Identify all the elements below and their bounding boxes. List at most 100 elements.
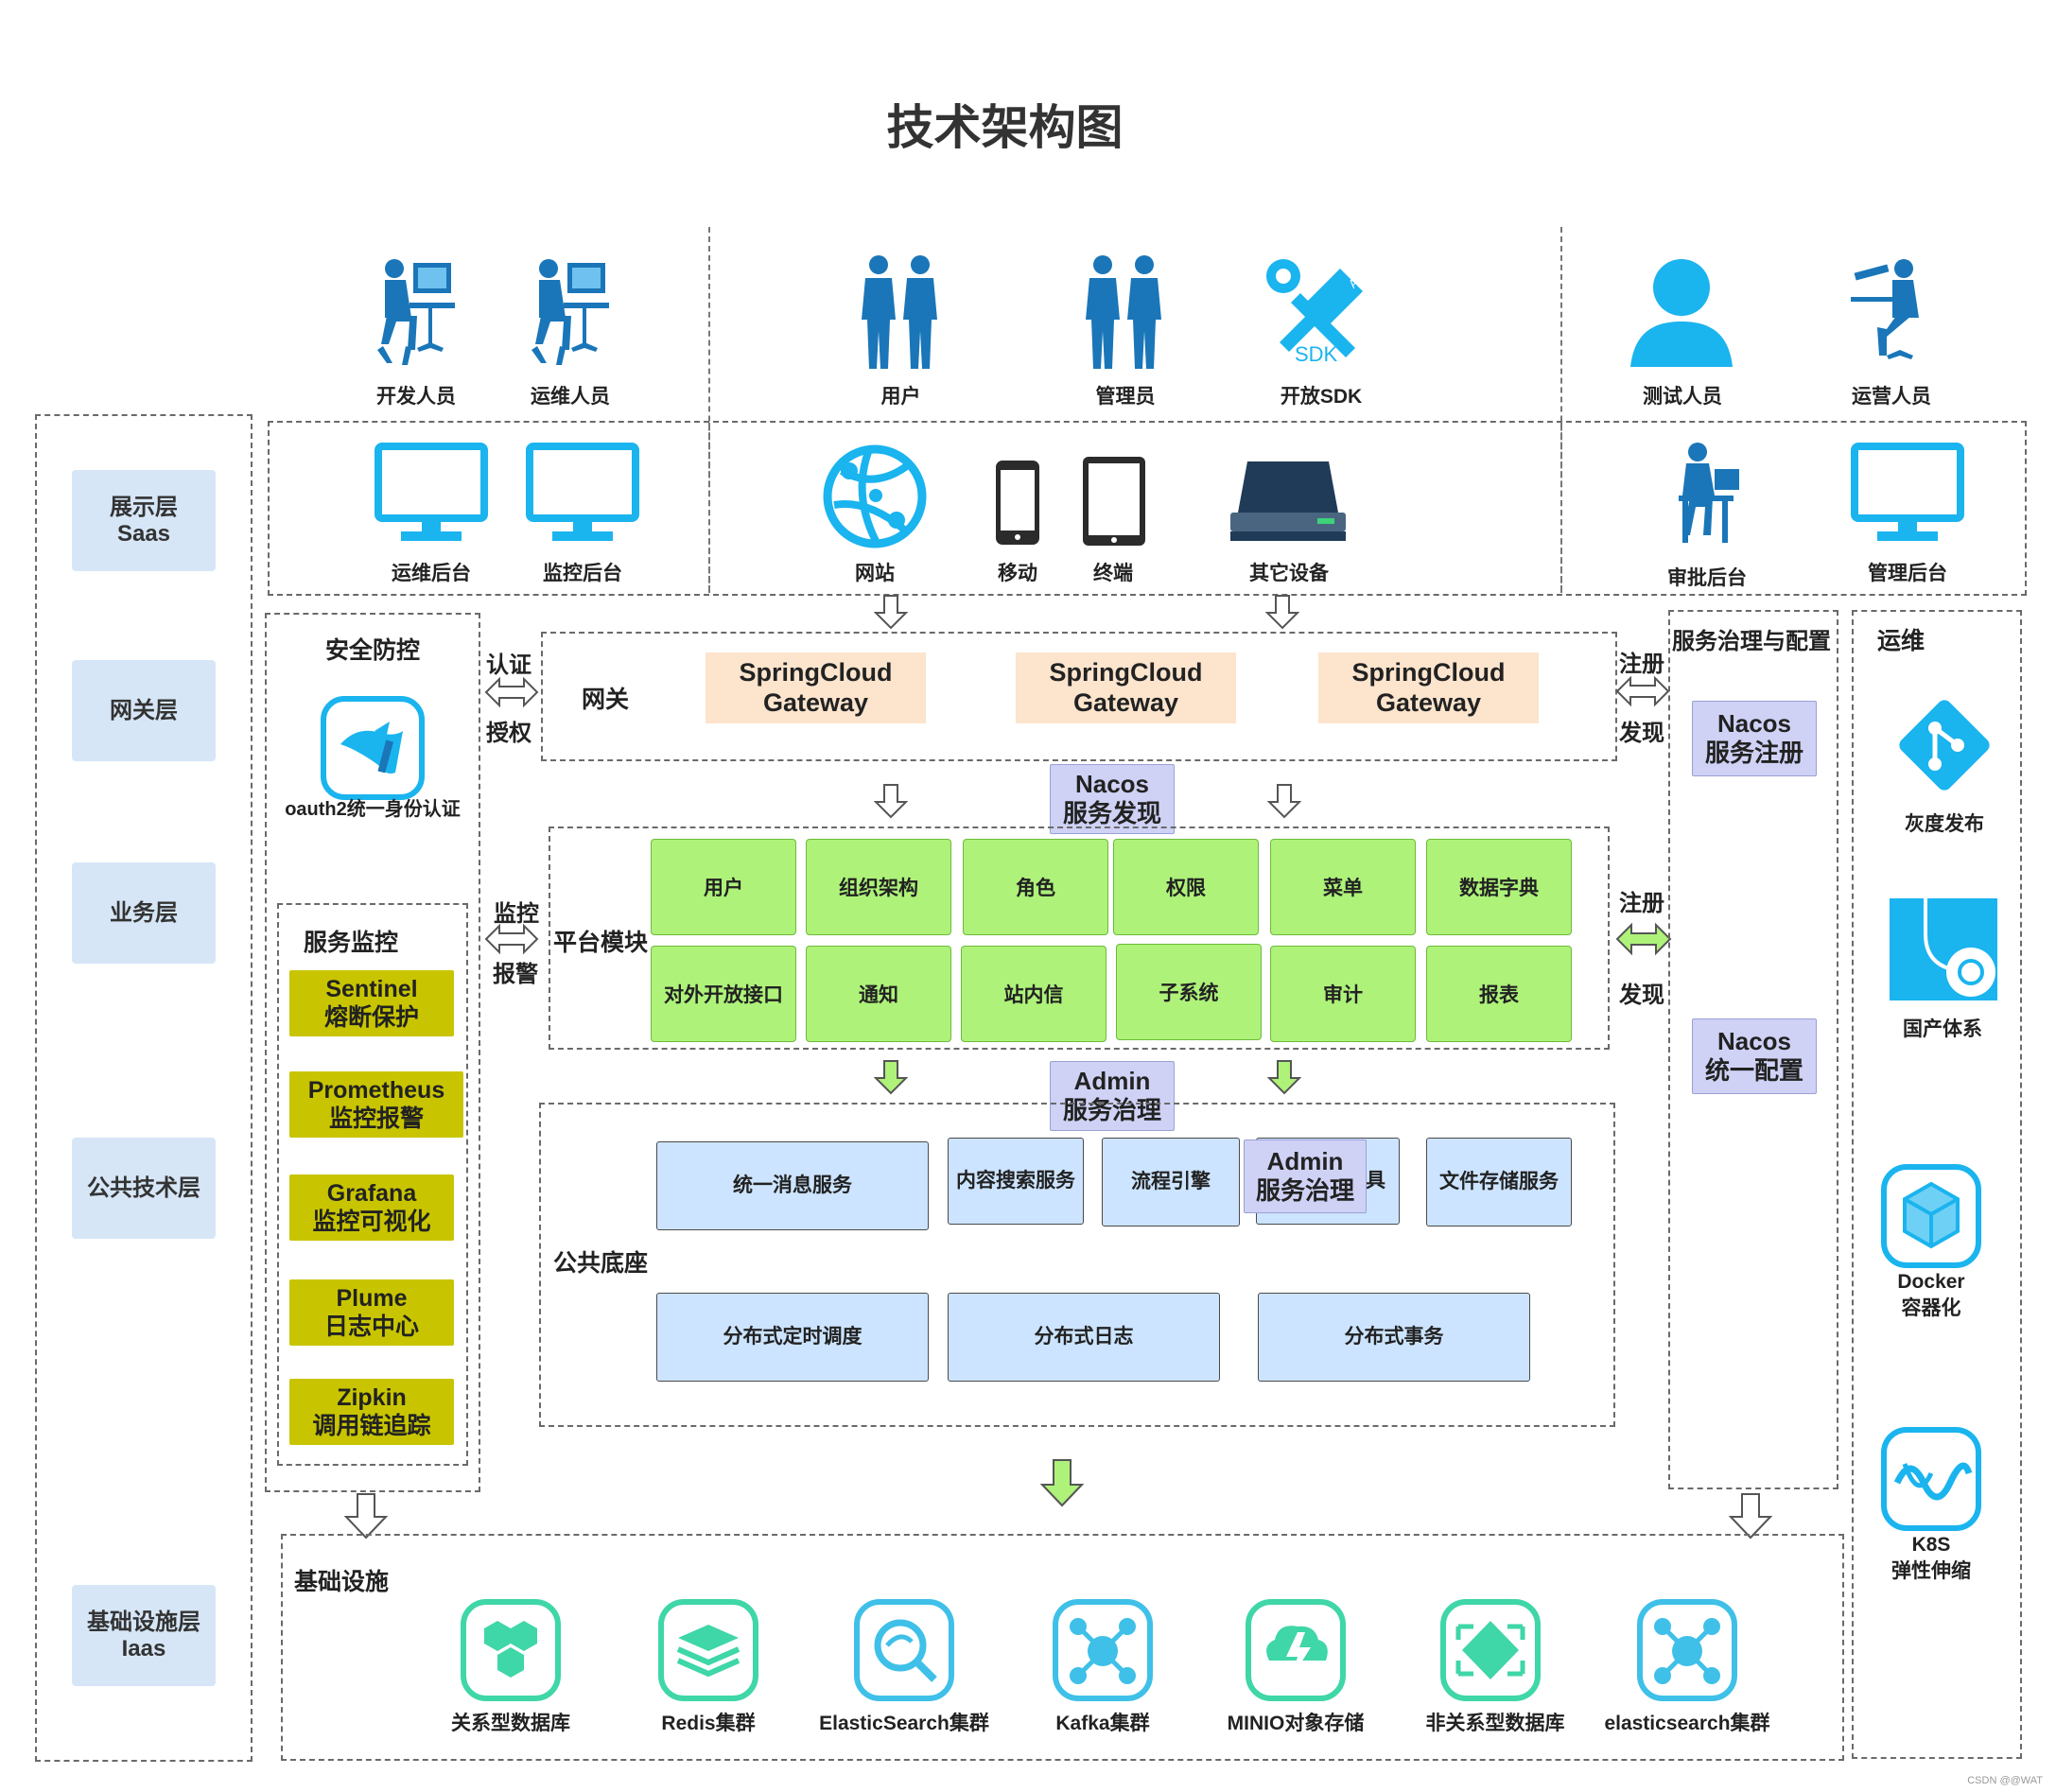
admin-console-monitor-icon bbox=[1851, 443, 1964, 541]
gateway-box-1: SpringCloud Gateway bbox=[706, 652, 926, 723]
infra-kafka-label: Kafka集群 bbox=[1055, 1713, 1150, 1734]
gateway-label: 网关 bbox=[582, 687, 630, 713]
presentation-layer-box bbox=[268, 421, 2027, 596]
presentation-separator-left bbox=[708, 423, 710, 593]
admin-governance-badge: Admin 服务治理 bbox=[1050, 1061, 1175, 1131]
role-label-operator: 运维人员 bbox=[531, 386, 610, 408]
module-role: 角色 bbox=[963, 839, 1108, 935]
presentation-terminal-label: 终端 bbox=[1093, 563, 1133, 584]
auth-label-top: 认证 bbox=[486, 652, 531, 678]
monitor-label-bottom: 报警 bbox=[493, 962, 538, 987]
nacos-config-badge: Nacos 统一配置 bbox=[1692, 1018, 1817, 1094]
arrow-down-icon bbox=[874, 784, 908, 819]
ops-docker-label: Docker 容器化 bbox=[1897, 1271, 1965, 1320]
arrow-down-icon bbox=[344, 1493, 388, 1540]
gateway-discover-label: 发现 bbox=[1619, 721, 1664, 746]
infrastructure-box bbox=[281, 1534, 1844, 1761]
infra-elasticsearch-label: ElasticSearch集群 bbox=[819, 1713, 989, 1734]
grafana-item: Grafana 监控可视化 bbox=[289, 1174, 454, 1241]
role-separator-left bbox=[708, 227, 710, 591]
monitor-console-monitor-icon bbox=[526, 443, 639, 541]
platform-box bbox=[549, 826, 1610, 1050]
developer-icon bbox=[377, 259, 455, 365]
svg-text:Azure: Azure bbox=[1346, 258, 1376, 291]
double-arrow-icon bbox=[1615, 675, 1670, 707]
nosql-db-icon bbox=[1440, 1599, 1541, 1701]
arrow-down-green-icon bbox=[1267, 1060, 1301, 1095]
oauth-label: oauth2统一身份认证 bbox=[285, 799, 461, 820]
security-box bbox=[265, 613, 480, 1492]
module-dictionary: 数据字典 bbox=[1426, 839, 1572, 935]
role-label-sdk: 开放SDK bbox=[1280, 386, 1363, 408]
nacos-registry-badge: Nacos 服务注册 bbox=[1692, 701, 1817, 776]
terminal-tablet-icon bbox=[1083, 457, 1145, 546]
auth-label-bottom: 授权 bbox=[486, 721, 531, 746]
double-arrow-green-icon bbox=[1615, 922, 1672, 956]
role-label-developer: 开发人员 bbox=[376, 386, 456, 408]
gateway-register-label: 注册 bbox=[1619, 652, 1664, 677]
service-content-search: 内容搜索服务 bbox=[948, 1138, 1084, 1225]
sentinel-item: Sentinel 熔断保护 bbox=[289, 970, 454, 1036]
service-monitor-box bbox=[277, 903, 468, 1466]
module-subsystem: 子系统 bbox=[1116, 944, 1262, 1040]
role-separator-right bbox=[1560, 227, 1562, 591]
svg-text:SDK: SDK bbox=[1295, 342, 1338, 366]
presentation-monitor-console-label: 监控后台 bbox=[543, 563, 622, 584]
service-monitor-title: 服务监控 bbox=[304, 930, 399, 956]
arrow-down-icon bbox=[1267, 784, 1301, 819]
ops-k8s-label: K8S 弹性伸缩 bbox=[1891, 1534, 1971, 1583]
watermark: CSDN @@WAT bbox=[1967, 1775, 2043, 1786]
nacos-discovery-badge: Nacos 服务发现 bbox=[1050, 764, 1175, 834]
governance-box bbox=[1668, 610, 1838, 1489]
sdk-wrench-icon: Azure SDK bbox=[1266, 258, 1376, 366]
service-file-storage: 文件存储服务 bbox=[1426, 1138, 1572, 1227]
domestic-system-icon bbox=[1890, 898, 1997, 1000]
docker-cube-icon bbox=[1881, 1164, 1981, 1268]
platform-register-label: 注册 bbox=[1619, 891, 1664, 916]
layer-column bbox=[35, 414, 253, 1762]
presentation-admin-console-label: 管理后台 bbox=[1868, 563, 1947, 584]
arrow-down-icon bbox=[874, 595, 908, 630]
elasticsearch-cluster-hub-icon bbox=[1637, 1599, 1737, 1701]
platform-label: 平台模块 bbox=[553, 930, 649, 956]
oauth-shield-icon bbox=[321, 696, 425, 800]
gateway-box-2: SpringCloud Gateway bbox=[1016, 652, 1236, 723]
module-inbox: 站内信 bbox=[961, 946, 1106, 1042]
module-audit: 审计 bbox=[1270, 946, 1416, 1042]
relational-db-icon bbox=[461, 1599, 561, 1701]
gateway-box bbox=[541, 632, 1617, 761]
platform-discover-label: 发现 bbox=[1619, 983, 1664, 1008]
module-permission: 权限 bbox=[1113, 839, 1259, 935]
other-device-scanner-icon bbox=[1230, 461, 1346, 541]
infra-redis-label: Redis集群 bbox=[661, 1713, 756, 1734]
layer-business: 业务层 bbox=[72, 862, 216, 964]
approval-console-icon bbox=[1679, 443, 1739, 543]
admin-governance-overlay: Admin 服务治理 bbox=[1244, 1140, 1367, 1213]
infra-nosql-db-label: 非关系型数据库 bbox=[1425, 1713, 1565, 1734]
zipkin-item: Zipkin 调用链追踪 bbox=[289, 1379, 454, 1445]
double-arrow-icon bbox=[484, 923, 539, 955]
redis-stack-icon bbox=[658, 1599, 758, 1701]
ops-title: 运维 bbox=[1877, 628, 1925, 654]
security-title: 安全防控 bbox=[324, 637, 420, 664]
ops-box bbox=[1852, 610, 2022, 1759]
common-foundation-box bbox=[539, 1103, 1615, 1427]
infra-minio-label: MINIO对象存储 bbox=[1227, 1713, 1365, 1734]
presentation-mobile-label: 移动 bbox=[998, 563, 1037, 584]
kafka-hub-icon bbox=[1053, 1599, 1153, 1701]
arrow-down-icon bbox=[1265, 595, 1299, 630]
common-foundation-label: 公共底座 bbox=[553, 1250, 649, 1277]
service-distributed-transaction: 分布式事务 bbox=[1258, 1293, 1530, 1382]
governance-title: 服务治理与配置 bbox=[1672, 629, 1831, 654]
gateway-box-3: SpringCloud Gateway bbox=[1318, 652, 1539, 723]
layer-presentation: 展示层 Saas bbox=[72, 470, 216, 571]
mobile-phone-icon bbox=[996, 461, 1039, 545]
layer-gateway: 网关层 bbox=[72, 660, 216, 761]
presentation-other-device-label: 其它设备 bbox=[1249, 563, 1329, 584]
presentation-ops-console-label: 运维后台 bbox=[392, 563, 471, 584]
user-icon bbox=[862, 255, 937, 369]
role-label-admin: 管理员 bbox=[1095, 386, 1156, 408]
role-label-user: 用户 bbox=[880, 386, 921, 408]
tester-icon bbox=[1630, 259, 1733, 367]
